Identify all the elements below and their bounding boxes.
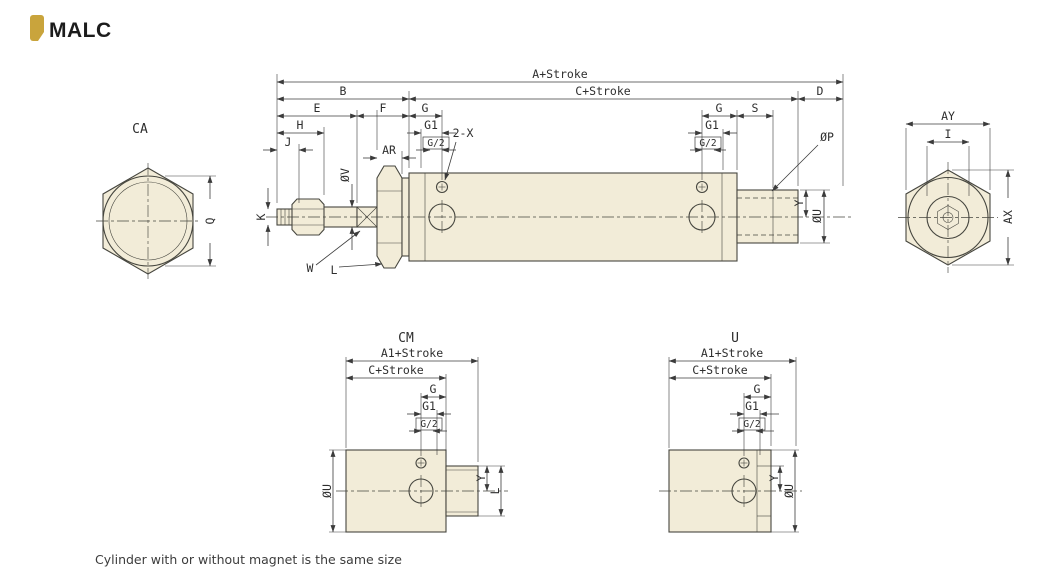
- cm-dim-dia-u: ØU: [320, 484, 334, 498]
- dim-label-f: F: [380, 101, 387, 115]
- cm-dim-g2: G/2: [420, 419, 437, 430]
- dim-label-g-right: G: [716, 101, 723, 115]
- dim-label-g2-right: G/2: [699, 138, 716, 149]
- dim-label-g-left: G: [422, 101, 429, 115]
- view-cm: CM: [320, 331, 508, 533]
- view-ca: CA Q: [96, 122, 217, 279]
- u-dim-dia-u: ØU: [782, 484, 796, 498]
- header: MALC: [30, 15, 112, 42]
- footnote: Cylinder with or without magnet is the s…: [95, 552, 402, 567]
- ca-centerlines: [96, 163, 200, 279]
- u-dim-c-stroke: C+Stroke: [692, 363, 747, 377]
- dim-label-b: B: [340, 84, 347, 98]
- ay-dimensions: AY I AX: [905, 109, 1015, 266]
- screw-right-icon: [695, 180, 709, 194]
- dim-label-s: S: [752, 101, 759, 115]
- u-g2-label-box: [738, 417, 766, 431]
- dim-label-c-stroke: C+Stroke: [575, 84, 630, 98]
- cm-dim-g1: G1: [422, 399, 436, 413]
- view-u: U: [659, 331, 802, 533]
- cm-dim-y: Y: [474, 474, 488, 481]
- cm-part: [336, 449, 508, 533]
- u-dimensions: A1+Stroke C+Stroke G G1 G/2 Y ØU: [668, 346, 799, 533]
- view-cm-title: CM: [398, 331, 414, 346]
- ay-centerlines: [898, 162, 998, 273]
- dim-label-d: D: [817, 84, 824, 98]
- dim-label-w: W: [307, 261, 314, 275]
- callout-dia-p: ØP: [820, 130, 834, 144]
- u-dim-y: Y: [767, 474, 781, 481]
- dim-label-g2-left: G/2: [427, 138, 444, 149]
- dim-label-dia-u-main: ØU: [810, 209, 824, 223]
- u-dim-a1-stroke: A1+Stroke: [701, 346, 763, 360]
- rear-boss: [736, 189, 799, 244]
- u-dim-g2: G/2: [743, 419, 760, 430]
- callout-2x: 2-X: [453, 126, 474, 140]
- u-dim-g1: G1: [745, 399, 759, 413]
- g2-right-label-box: [694, 136, 722, 150]
- screw-left-icon: [435, 180, 449, 194]
- dim-label-q: Q: [203, 217, 217, 224]
- dim-label-h: H: [297, 118, 304, 132]
- cm-dim-a1-stroke: A1+Stroke: [381, 346, 443, 360]
- dim-label-e: E: [314, 101, 321, 115]
- main-part: [266, 165, 852, 269]
- cm-screw-icon: [415, 457, 427, 469]
- view-ay: AY I AX: [898, 109, 1015, 273]
- dim-label-l: L: [331, 263, 338, 277]
- u-screw-icon: [738, 457, 750, 469]
- dim-label-ay: AY: [941, 109, 955, 123]
- brand-icon: [30, 15, 44, 41]
- cm-dim-g: G: [430, 382, 437, 396]
- main-extension-lines: [276, 74, 844, 244]
- view-main: A+Stroke B C+Stroke D E F G G S H G1 G1 …: [254, 67, 852, 277]
- dim-label-a-stroke: A+Stroke: [532, 67, 587, 81]
- dim-label-ax: AX: [1001, 210, 1015, 224]
- dim-label-ar: AR: [382, 143, 396, 157]
- dim-label-j: J: [285, 135, 292, 149]
- u-dim-g: G: [754, 382, 761, 396]
- page-title: MALC: [49, 19, 112, 42]
- dim-label-i: I: [945, 127, 952, 141]
- cm-dim-c-stroke: C+Stroke: [368, 363, 423, 377]
- ca-dimension-q: Q: [165, 175, 217, 267]
- u-part: [659, 449, 802, 533]
- g2-left-label-box: [422, 136, 450, 150]
- dim-label-y-main: Y: [792, 199, 806, 206]
- main-dimension-labels: A+Stroke B C+Stroke D E F G G S H G1 G1 …: [254, 67, 834, 277]
- dim-label-k: K: [254, 213, 268, 220]
- dim-label-g1-left: G1: [424, 118, 438, 132]
- cm-dimensions: A1+Stroke C+Stroke G G1 G/2 ØU Y L: [320, 346, 505, 533]
- dim-label-g1-right: G1: [705, 118, 719, 132]
- dim-label-dia-v: ØV: [338, 168, 352, 182]
- cm-dim-l: L: [488, 487, 502, 494]
- view-ca-title: CA: [132, 122, 148, 137]
- main-dimension-lines: [263, 79, 844, 268]
- brand-icon-notch: [38, 32, 44, 41]
- view-u-title: U: [731, 331, 739, 346]
- cm-g2-label-box: [415, 417, 443, 431]
